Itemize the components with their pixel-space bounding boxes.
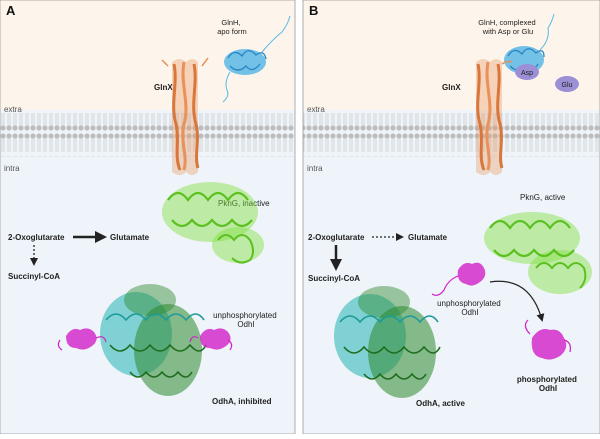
- pkng-label: PknG, active: [520, 193, 566, 202]
- glnh-protein: [222, 15, 291, 103]
- extracellular-region: [303, 0, 600, 110]
- odhi-protein-left: [57, 328, 107, 351]
- pkng-protein: [162, 182, 264, 264]
- succinyl-label: Succinyl-CoA: [308, 274, 360, 283]
- pkng-protein: [484, 212, 592, 294]
- odhi-protein-right: [189, 328, 233, 351]
- extra-label: extra: [307, 105, 325, 114]
- odhi-phosphorylated-label: phosphorylated OdhI: [517, 375, 579, 393]
- odha-complex: [100, 284, 207, 396]
- odha-label: OdhA, inhibited: [212, 397, 272, 406]
- pkng-label: PknG, inactive: [218, 199, 270, 208]
- glnx-protein: [161, 57, 209, 175]
- extra-label: extra: [4, 105, 22, 114]
- odhi-protein-unphosphorylated: [431, 262, 486, 296]
- glnh-label: GlnH, apo form: [217, 18, 247, 36]
- intra-label: intra: [4, 164, 20, 173]
- asp-label: Asp: [521, 70, 533, 77]
- panel-b: B extra intra GlnH, complexed with Asp o…: [302, 0, 600, 435]
- panel-a: A extra intra GlnH, apo form GlnX PknG, …: [0, 0, 296, 435]
- glu-ligand: [555, 76, 579, 92]
- odha-complex: [334, 286, 441, 398]
- intra-label: intra: [307, 164, 323, 173]
- glnx-protein: [476, 59, 513, 175]
- odhi-label: unphosphorylated OdhI: [213, 311, 279, 329]
- panel-letter: B: [309, 3, 318, 18]
- glutamate-label: Glutamate: [110, 233, 150, 242]
- glutamate-label: Glutamate: [408, 233, 448, 242]
- membrane: [0, 113, 295, 157]
- glnx-label: GlnX: [442, 83, 461, 92]
- glu-label: Glu: [562, 82, 573, 89]
- phosphorylation-arrow: [489, 280, 545, 322]
- oxoglutarate-label: 2-Oxoglutarate: [308, 233, 365, 242]
- odhi-protein-phosphorylated: [524, 319, 571, 360]
- asp-ligand: [515, 64, 539, 80]
- panel-letter: A: [6, 3, 16, 18]
- intracellular-region: [303, 110, 600, 434]
- oxoglutarate-label: 2-Oxoglutarate: [8, 233, 65, 242]
- odha-label: OdhA, active: [416, 399, 465, 408]
- odhi-unphosphorylated-label: unphosphorylated OdhI: [437, 299, 503, 317]
- glnx-label: GlnX: [154, 83, 173, 92]
- membrane: [303, 113, 600, 157]
- succinyl-label: Succinyl-CoA: [8, 272, 60, 281]
- glnh-label: GlnH, complexed with Asp or Glu: [478, 18, 538, 36]
